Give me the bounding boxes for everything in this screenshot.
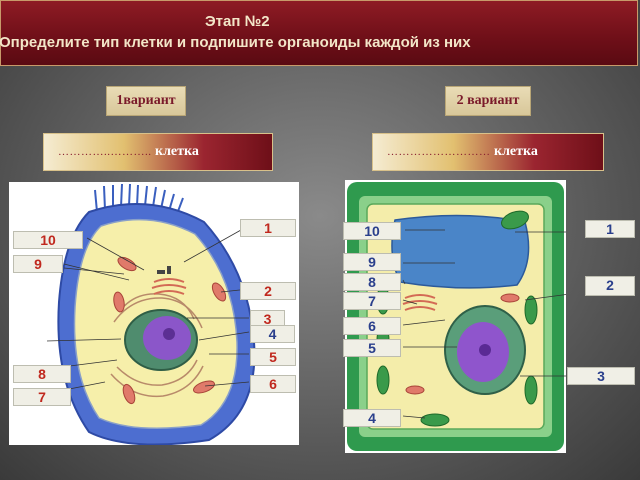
cell-type-1-word: клетка <box>155 144 199 159</box>
animal-label-8[interactable]: 8 <box>13 365 71 383</box>
stage-title: Этап №2 <box>205 13 270 30</box>
plant-label-7[interactable]: 7 <box>343 292 401 310</box>
animal-label-5[interactable]: 5 <box>250 348 296 366</box>
plant-label-2[interactable]: 2 <box>585 276 635 296</box>
cell-type-2-blank: ……………………… <box>387 146 491 158</box>
plant-label-4[interactable]: 4 <box>343 409 401 427</box>
plant-label-1[interactable]: 1 <box>585 220 635 238</box>
animal-cell-illustration <box>9 183 256 445</box>
animal-blank-label <box>9 318 47 344</box>
plant-label-10[interactable]: 10 <box>343 222 401 240</box>
plant-label-3[interactable]: 3 <box>567 367 635 385</box>
cell-type-1-field[interactable]: …………..……….. клетка <box>43 133 273 171</box>
animal-label-9[interactable]: 9 <box>13 255 63 273</box>
cell-type-1-blank: …………..……….. <box>58 146 152 158</box>
animal-label-4[interactable]: 4 <box>250 325 295 343</box>
plant-label-9[interactable]: 9 <box>343 253 401 271</box>
animal-label-2[interactable]: 2 <box>240 282 296 300</box>
animal-label-6[interactable]: 6 <box>250 375 296 393</box>
task-instruction: Определите тип клетки и подпишите органо… <box>0 34 471 51</box>
animal-label-10[interactable]: 10 <box>13 231 83 249</box>
variant-1-label: 1вариант <box>106 86 186 116</box>
plant-label-5[interactable]: 5 <box>343 339 401 357</box>
plant-label-6[interactable]: 6 <box>343 317 401 335</box>
variant-2-label: 2 вариант <box>445 86 531 116</box>
cell-type-2-word: клетка <box>494 144 538 159</box>
animal-label-7[interactable]: 7 <box>13 388 71 406</box>
plant-label-8[interactable]: 8 <box>343 273 401 291</box>
plant-cell-panel <box>345 180 566 453</box>
animal-label-1[interactable]: 1 <box>240 219 296 237</box>
cell-type-2-field[interactable]: ……………………… клетка <box>372 133 604 171</box>
header-banner: Этап №2 Определите тип клетки и подпишит… <box>0 0 638 66</box>
plant-cell-illustration <box>347 182 566 451</box>
